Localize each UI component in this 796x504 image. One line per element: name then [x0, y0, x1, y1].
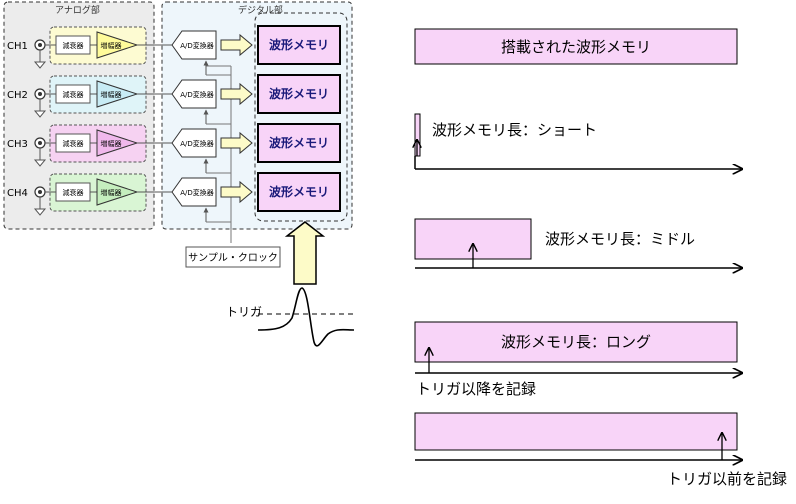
ground-icon: [33, 208, 47, 216]
middle-memory-label: 波形メモリ長：ミドル: [545, 230, 695, 248]
long-memory-label: 波形メモリ長：ロング: [501, 333, 651, 351]
trigger-arrow-icon: [284, 221, 326, 285]
input-connector-core: [38, 141, 42, 145]
waveform-memory-label: 波形メモリ: [269, 135, 329, 150]
waveform-memory-box: [257, 74, 341, 114]
adc-block: [171, 30, 217, 60]
data-arrow-icon: [220, 131, 253, 155]
input-connector-core: [38, 190, 42, 194]
sample-clock-label: サンプル・クロック: [188, 252, 278, 264]
waveform-memory-box: [257, 172, 341, 212]
data-arrow-icon: [220, 82, 253, 106]
attenuator-label: 減衰器: [63, 139, 84, 148]
attenuator-label: 減衰器: [63, 188, 84, 197]
installed-memory-bar: [414, 28, 738, 65]
short-memory-label: 波形メモリ長：ショート: [432, 121, 597, 139]
adc-block: [171, 177, 217, 207]
adc-label: A/D変換器: [180, 188, 214, 197]
record-before-trigger-label: トリガ以前を記録: [667, 470, 787, 488]
attenuator-label: 減衰器: [63, 41, 84, 50]
waveform-memory-label: 波形メモリ: [269, 86, 329, 101]
input-connector-core: [38, 92, 42, 96]
amplifier-icon: [96, 31, 139, 59]
ground-icon: [33, 61, 47, 69]
digital-section-title: デジタル部: [238, 4, 283, 16]
ground-icon: [33, 110, 47, 118]
channel-label: CH1: [7, 41, 28, 52]
waveform-memory-box: [257, 25, 341, 65]
waveform-memory-box: [257, 123, 341, 163]
long-memory-bar: [414, 321, 738, 363]
channel-label: CH4: [7, 188, 28, 199]
channel-label: CH3: [7, 139, 28, 150]
adc-label: A/D変換器: [180, 90, 214, 99]
waveform-memory-label: 波形メモリ: [269, 184, 329, 199]
amplifier-icon: [96, 178, 139, 206]
attenuator-label: 減衰器: [63, 90, 84, 99]
amplifier-label: 増幅器: [101, 188, 122, 197]
data-arrow-icon: [220, 33, 253, 57]
amplifier-label: 増幅器: [101, 90, 122, 99]
adc-block: [171, 128, 217, 158]
installed-memory-label: 搭載された波形メモリ: [501, 38, 651, 56]
memory-group-frame: [254, 12, 348, 222]
waveform-memory-label: 波形メモリ: [269, 37, 329, 52]
sample-clock-box: [185, 246, 281, 268]
amplifier-icon: [96, 129, 139, 157]
amplifier-label: 増幅器: [101, 139, 122, 148]
trigger-pulse-waveform: [257, 287, 355, 347]
long-memory-bar-2: [414, 412, 738, 451]
trigger-label: トリガ: [226, 305, 262, 319]
input-connector-core: [38, 43, 42, 47]
analog-section-title: アナログ部: [55, 4, 100, 16]
amplifier-icon: [96, 80, 139, 108]
channel-label: CH2: [7, 90, 28, 101]
adc-block: [171, 79, 217, 109]
data-arrow-icon: [220, 180, 253, 204]
adc-label: A/D変換器: [180, 139, 214, 148]
record-after-trigger-label: トリガ以降を記録: [416, 380, 536, 398]
amplifier-label: 増幅器: [101, 41, 122, 50]
ground-icon: [33, 159, 47, 167]
adc-label: A/D変換器: [180, 41, 214, 50]
